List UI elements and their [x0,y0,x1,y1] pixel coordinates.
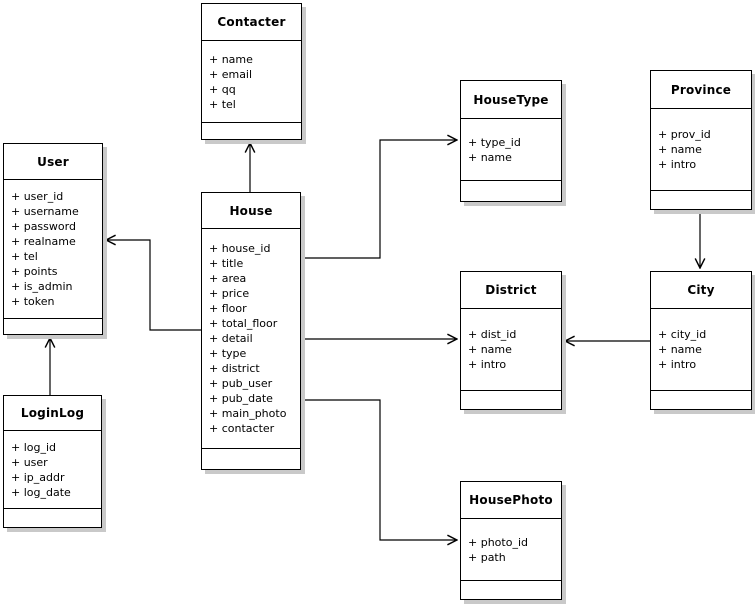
attribute-row: + token [11,295,55,308]
class-methods-compartment-empty [4,509,101,527]
class-box-district[interactable]: District + dist_id + name + intro [460,271,562,410]
class-attributes: + house_id + title + area + price + floor + t… [202,229,300,449]
attribute-row: + tel [209,97,236,111]
attribute-row: + house_id [209,242,271,255]
attribute-row: + email [209,67,253,81]
attribute-row: + qq [209,82,236,96]
attribute-row: + tel [11,250,38,263]
attribute-row: + name [468,150,512,164]
class-box-housetype[interactable]: HouseType+ type_id+ name [460,80,562,202]
class-box-loginlog[interactable]: LoginLog+ log_id+ user+ ip_addr+ log_dat… [3,395,102,528]
attribute-row: + city_id [658,328,707,341]
attribute-row: + floor [209,302,247,315]
class-attributes: + city_id + name + intro [651,309,751,391]
attribute-row: + main_photo [209,407,287,420]
attribute-row: + ip_addr [11,470,65,484]
class-box-contacter[interactable]: Contacter+ name+ email+ qq+ tel [201,3,302,140]
attribute-row: + name [468,343,512,356]
class-box-city[interactable]: City + city_id + name + intro [650,271,752,410]
attribute-row: + is_admin [11,280,73,293]
class-attributes: + user_id + username + password + realname +… [4,180,102,319]
class-methods-compartment-empty [461,181,561,201]
attribute-row: + name [658,143,702,156]
class-box-user[interactable]: User + user_id + username + password + realn… [3,143,103,335]
attribute-row: + pub_user [209,377,273,390]
connector-house-to-housephoto [301,399,457,540]
attribute-row: + type_id [468,135,521,149]
class-name: District [461,272,561,309]
attribute-row: + realname [11,235,76,248]
attribute-row: + name [658,343,702,356]
attribute-row: + photo_id [468,535,528,549]
class-name: HousePhoto [461,482,561,519]
class-methods-compartment-empty [202,123,301,139]
class-box-house[interactable]: House + house_id + title + area + price + flo… [201,192,301,470]
attribute-row: + contacter [209,422,275,435]
class-name: User [4,144,102,180]
class-box-province[interactable]: Province + prov_id + name + intro [650,70,752,210]
class-name: HouseType [461,81,561,119]
attribute-row: + log_id [11,440,57,454]
attribute-row: + intro [658,358,697,371]
attribute-row: + user [11,455,48,469]
attribute-row: + pub_date [209,392,273,405]
connector-house-to-user [106,240,201,331]
attribute-row: + type [209,347,247,360]
class-methods-compartment-empty [202,449,300,469]
class-attributes: + photo_id+ path [461,519,561,581]
class-methods-compartment-empty [4,319,102,334]
class-name: City [651,272,751,309]
attribute-row: + name [209,52,253,66]
class-name: Province [651,71,751,109]
attribute-row: + title [209,257,244,270]
attribute-row: + price [209,287,250,300]
attribute-row: + log_date [11,485,71,499]
attribute-row: + prov_id [658,128,711,141]
attribute-row: + district [209,362,260,375]
attribute-row: + area [209,272,247,285]
class-methods-compartment-empty [651,391,751,409]
class-attributes: + log_id+ user+ ip_addr+ log_date [4,431,101,509]
class-box-housephoto[interactable]: HousePhoto+ photo_id+ path [460,481,562,600]
connector-house-to-housetype [301,140,457,259]
attribute-row: + user_id [11,190,64,203]
class-attributes: + prov_id + name + intro [651,109,751,191]
attribute-row: + dist_id [468,328,517,341]
class-attributes: + type_id+ name [461,119,561,181]
attribute-row: + points [11,265,58,278]
attribute-row: + total_floor [209,317,278,330]
class-name: LoginLog [4,396,101,431]
attribute-row: + username [11,205,79,218]
attribute-row: + detail [209,332,253,345]
attribute-row: + path [468,550,506,564]
class-name: House [202,193,300,229]
attribute-row: + intro [658,158,697,171]
class-attributes: + dist_id + name + intro [461,309,561,391]
class-methods-compartment-empty [651,191,751,209]
attribute-row: + intro [468,358,507,371]
class-methods-compartment-empty [461,391,561,409]
class-methods-compartment-empty [461,581,561,599]
class-attributes: + name+ email+ qq+ tel [202,41,301,123]
class-name: Contacter [202,4,301,41]
attribute-row: + password [11,220,76,233]
